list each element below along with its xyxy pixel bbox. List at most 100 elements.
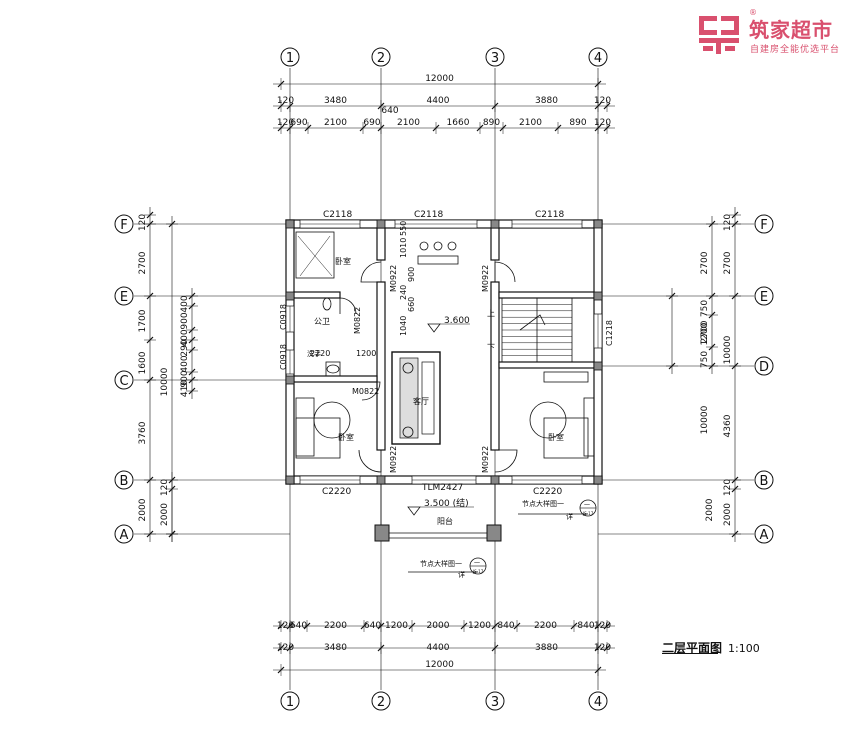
- wall: [293, 375, 378, 383]
- stair-up-label: 上: [487, 309, 495, 318]
- dim-top-bays-text: 3480: [324, 96, 347, 106]
- column: [376, 475, 386, 485]
- dim-top-detail-tick: [359, 124, 367, 132]
- dim-top-detail-text: 2100: [397, 118, 420, 128]
- dim-left-inner-tick: [188, 368, 196, 376]
- column: [490, 475, 500, 485]
- column: [285, 475, 295, 485]
- dim-bottom-detail-text: 640: [290, 621, 307, 631]
- detail-ref-prefix: 详: [566, 512, 573, 521]
- wall: [376, 227, 386, 261]
- dim-right-outer-tick: [731, 362, 739, 370]
- room-label-bedroom-nw: 卧室: [335, 256, 351, 266]
- axis-label: E: [760, 290, 768, 305]
- room-label-balcony: 阳台: [437, 516, 453, 526]
- plan-scale: 1:100: [728, 642, 760, 655]
- door-m0922-d: M0922: [481, 446, 490, 473]
- dim-left-lower-tick: [168, 530, 176, 538]
- axis-bubble: [485, 47, 505, 67]
- dim-right-outer-text: 4360: [723, 414, 733, 437]
- axis-label: 3: [491, 695, 499, 710]
- dim-right-outer-tick: [731, 476, 739, 484]
- wall: [490, 227, 500, 261]
- detail-ref-sheet: JS-17: [472, 569, 484, 574]
- toilet: [322, 297, 332, 311]
- lamp: [402, 426, 414, 438]
- interior-dim-1200: 1200: [356, 349, 376, 358]
- dim-top-detail-tick: [286, 124, 294, 132]
- stair-arrow: [519, 314, 546, 331]
- dim-left-outer-text: 120: [138, 214, 148, 231]
- dim-bottom-detail-tick: [460, 622, 468, 630]
- dim-bottom-bays-text: 4400: [427, 643, 450, 653]
- dim-top-detail-tick: [304, 124, 312, 132]
- dim-top-detail-tick: [603, 124, 611, 132]
- dim-left-outer-tick: [146, 530, 154, 538]
- column: [593, 219, 603, 229]
- column: [490, 219, 500, 229]
- room-label-bedroom-sw: 卧室: [338, 432, 354, 442]
- interior-dim-660: 660: [407, 297, 416, 312]
- door-swing: [361, 381, 381, 401]
- dim-right-inner-text: 2700: [700, 251, 710, 274]
- dim-left-inner-tick: [188, 376, 196, 384]
- dim-left-inner-text: 410: [180, 380, 190, 397]
- dim-left-total-tick: [168, 220, 176, 228]
- detail-ref-label: 节点大样图一: [420, 559, 462, 568]
- brand-logo: ® 筑家超市 自建房全能优选平台: [697, 8, 865, 58]
- dim-top-bays-text: 120: [277, 96, 294, 106]
- desk: [583, 397, 595, 457]
- dim-bottom-detail-text: 2200: [324, 621, 347, 631]
- dim-bottom-detail-text: 640: [364, 621, 381, 631]
- dim-left-inner-text: 900: [180, 370, 190, 387]
- axis-bubble: [754, 356, 774, 376]
- dim-bottom-detail-tick: [277, 622, 285, 630]
- dim-top-detail-text: 120: [594, 118, 611, 128]
- door-swing: [494, 449, 518, 473]
- axis-label: 4: [594, 51, 602, 66]
- dim-left-total-text: 10000: [160, 367, 170, 396]
- dim-left-inner-tick: [188, 292, 196, 300]
- dim-bottom-detail-tick: [408, 622, 416, 630]
- level-balcony: 3.500 (结): [424, 497, 469, 509]
- dim-right-outer-tick: [731, 530, 739, 538]
- coffee-table: [421, 361, 435, 435]
- dim-top-bays-tick: [277, 102, 285, 110]
- dim-top-detail-text: 690: [290, 118, 307, 128]
- axis-bubble: [485, 691, 505, 711]
- dim-right-outer-tick: [731, 292, 739, 300]
- level-mark: [407, 506, 421, 516]
- dim-bottom-detail-text: 1200: [385, 621, 408, 631]
- bed-cover: [297, 235, 333, 277]
- room-label-bedroom-se: 卧室: [548, 432, 564, 442]
- axis-bubble: [588, 47, 608, 67]
- dim-top-detail-tick: [277, 124, 285, 132]
- dim-left-lower-text: 2000: [160, 503, 170, 526]
- dim-top-detail-tick: [499, 124, 507, 132]
- dim-left-inner-tick: [188, 326, 196, 334]
- axis-label: 4: [594, 695, 602, 710]
- stair-down-label: 下: [487, 343, 495, 352]
- window-c0918-upper: C0918: [279, 304, 288, 330]
- dim-top-detail-text: 1660: [447, 118, 470, 128]
- dim-right-inner-text: 2700: [700, 320, 710, 343]
- axis-bubble: [588, 691, 608, 711]
- dim-bottom-detail-tick: [594, 622, 602, 630]
- dim-bottom-detail-text: 120: [594, 621, 611, 631]
- interior-dim-1040: 1040: [399, 316, 408, 336]
- axis-bubble: [114, 286, 134, 306]
- axis-label: 2: [377, 695, 385, 710]
- column: [376, 219, 386, 229]
- dim-top-offset: 640: [381, 106, 398, 116]
- dim-bottom-detail-tick: [360, 622, 368, 630]
- fixtures: [295, 231, 595, 516]
- dim-top-total-text: 12000: [425, 74, 454, 84]
- detail-ref-number: 一: [474, 560, 480, 567]
- dim-right-inner-text: 750: [700, 351, 710, 368]
- dim-right-outer-text: 120: [723, 214, 733, 231]
- dim-bottom-bays-text: 120: [277, 643, 294, 653]
- dim-top-detail-text: 890: [569, 118, 586, 128]
- dim-bottom-detail-tick: [513, 622, 521, 630]
